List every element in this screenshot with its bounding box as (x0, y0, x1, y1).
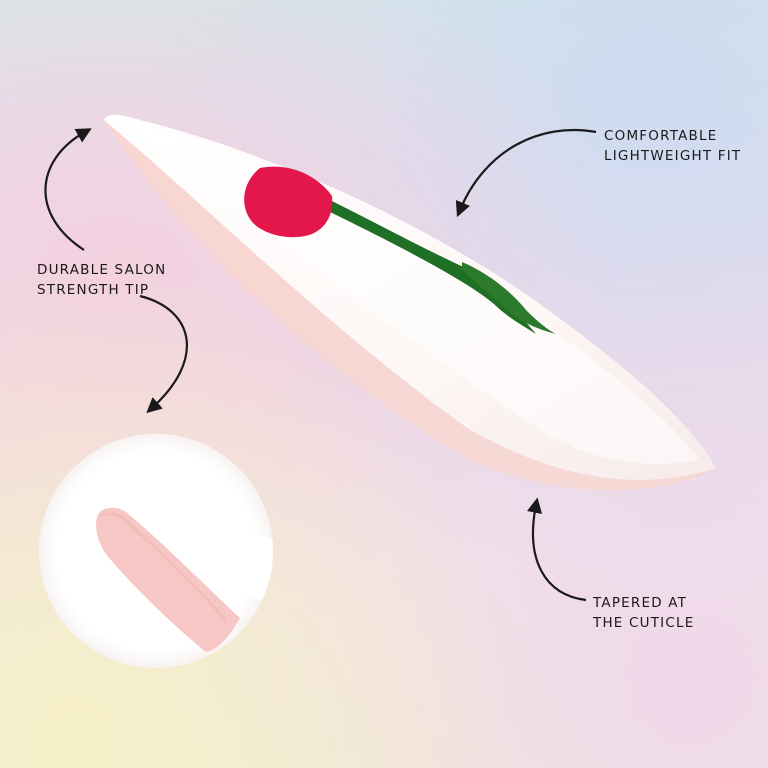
press-on-nail (104, 114, 716, 491)
nail-edge (104, 120, 716, 491)
callout-tapered-cuticle: TAPERED AT THE CUTICLE (593, 593, 694, 633)
callout-durable-tip: DURABLE SALON STRENGTH TIP (37, 260, 166, 300)
curved-arrow-icon (44, 128, 92, 251)
callout-line: COMFORTABLE (604, 128, 718, 144)
tulip-petal (244, 166, 333, 238)
callout-line: DURABLE SALON (37, 262, 167, 278)
callout-line: TAPERED AT (593, 595, 688, 611)
callout-comfortable-fit: COMFORTABLE LIGHTWEIGHT FIT (604, 126, 741, 166)
tulip-leaf (462, 262, 556, 334)
tulip-icon (244, 166, 556, 334)
tulip-stem (326, 198, 536, 334)
callout-line: STRENGTH TIP (37, 282, 150, 298)
curved-arrow-icon (455, 128, 597, 218)
magnified-tip-view (39, 434, 273, 668)
callout-line: LIGHTWEIGHT FIT (604, 148, 742, 164)
curved-arrow-icon (139, 294, 188, 414)
magnified-nail-edge (96, 507, 240, 652)
curved-arrow-icon (526, 497, 587, 602)
callout-line: THE CUTICLE (593, 615, 695, 631)
